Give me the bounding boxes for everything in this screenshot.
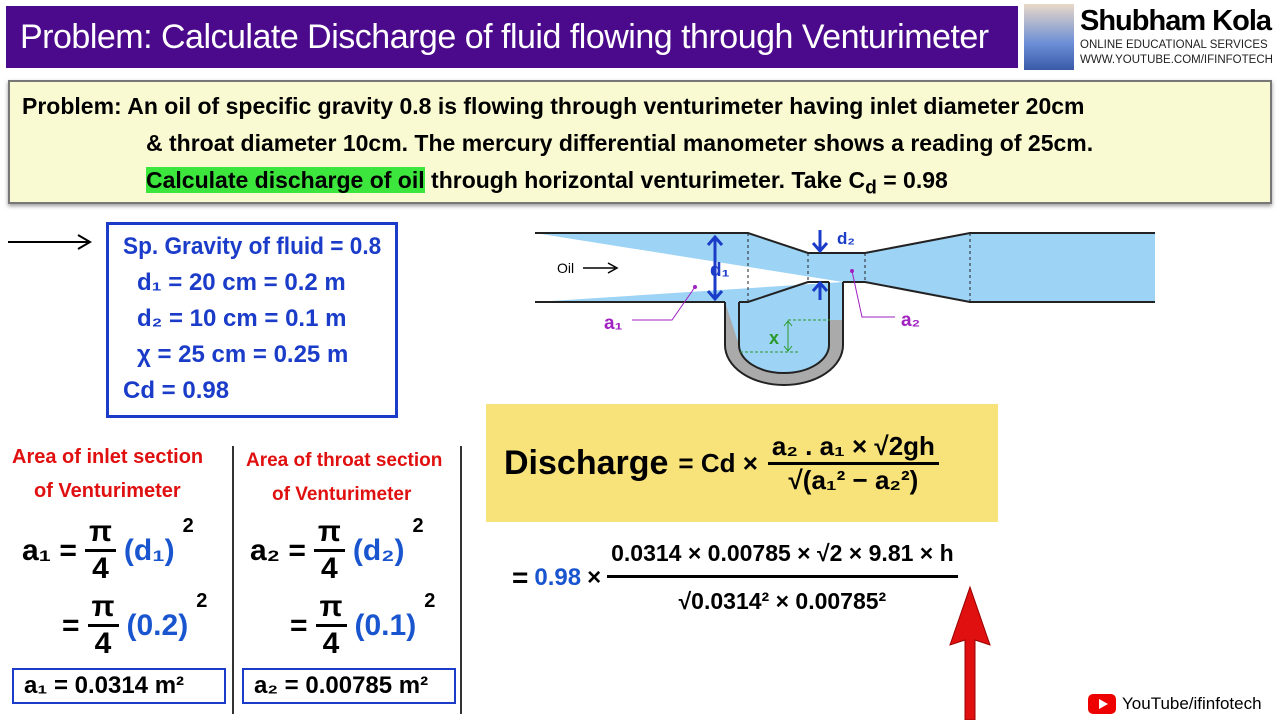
- highlight-text: Calculate discharge of oil: [146, 167, 425, 193]
- throat-label2: of Venturimeter: [272, 484, 412, 505]
- pi: π: [315, 590, 347, 627]
- square: 2: [196, 590, 208, 612]
- equals: =: [512, 561, 529, 593]
- oil-label: Oil: [557, 260, 574, 276]
- equals: =: [62, 608, 80, 642]
- discharge-formula: Discharge = Cd × a₂ . a₁ × √2gh√(a₁² − a…: [486, 404, 998, 522]
- page-title: Problem: Calculate Discharge of fluid fl…: [6, 6, 1018, 68]
- problem-line3: through horizontal venturimeter. Take C: [424, 167, 866, 193]
- problem-line3-end: = 0.98: [876, 167, 948, 193]
- inlet-label2: of Venturimeter: [34, 480, 181, 502]
- formula-fraction: a₂ . a₁ × √2gh√(a₁² − a₂²): [767, 431, 939, 496]
- subscript: d: [865, 177, 877, 199]
- four: 4: [92, 552, 109, 585]
- divider: [460, 446, 462, 714]
- numerator: a₂ . a₁ × √2gh: [767, 431, 939, 465]
- a2-result: a₂ = 0.00785 m²: [242, 668, 456, 704]
- problem-line1: An oil of specific gravity 0.8 is flowin…: [127, 93, 1085, 119]
- problem-row1: Problem: An oil of specific gravity 0.8 …: [22, 88, 1258, 125]
- pi: π: [84, 515, 116, 552]
- times: ×: [587, 563, 602, 591]
- a1-label: a₁: [604, 313, 623, 334]
- given-item: χ = 25 cm = 0.25 m: [137, 341, 349, 368]
- problem-line2: & throat diameter 10cm. The mercury diff…: [146, 130, 1094, 156]
- given-item: Cd = 0.98: [123, 377, 230, 404]
- equals: =: [290, 608, 308, 642]
- avatar: [1024, 4, 1074, 70]
- denominator: √(a₁² − a₂²): [788, 464, 919, 495]
- a2-label: a₂: [901, 310, 920, 331]
- brand-name: Shubham Kola: [1080, 5, 1272, 37]
- divider: [232, 446, 234, 714]
- d1-value: (0.2): [126, 608, 189, 642]
- brand: Shubham Kola ONLINE EDUCATIONAL SERVICES…: [1080, 4, 1276, 68]
- brand-line2: WWW.YOUTUBE.COM/IFINFOTECH: [1080, 54, 1273, 66]
- pi: π: [87, 590, 119, 627]
- denominator: √0.0314² × 0.00785²: [678, 588, 887, 614]
- lhs: a₂ =: [250, 533, 306, 567]
- four: 4: [322, 627, 340, 660]
- given-item: d₁ = 20 cm = 0.2 m: [137, 269, 346, 296]
- d2-label: d₂: [837, 229, 855, 248]
- d2-value: (0.1): [354, 608, 417, 642]
- formula-label: Discharge: [504, 443, 669, 482]
- problem-statement: Problem: An oil of specific gravity 0.8 …: [8, 80, 1272, 204]
- given-item: Sp. Gravity of fluid = 0.8: [123, 233, 382, 260]
- venturimeter-diagram: Oil d₁ d₂ a₁ a₂ x: [535, 229, 1155, 386]
- youtube-icon: [1088, 694, 1116, 714]
- square: 2: [182, 515, 194, 537]
- youtube-text: YouTube/ifinfotech: [1122, 694, 1262, 713]
- youtube-link[interactable]: YouTube/ifinfotech: [1088, 694, 1262, 714]
- problem-row3: Calculate discharge of oil through horiz…: [22, 162, 1258, 202]
- d1-label: d₁: [710, 260, 730, 281]
- red-arrow-icon: [949, 585, 991, 720]
- inlet-label: Area of inlet section: [12, 446, 204, 468]
- square: 2: [412, 515, 424, 537]
- given-data-box: Sp. Gravity of fluid = 0.8 d₁ = 20 cm = …: [106, 222, 398, 418]
- square: 2: [424, 590, 436, 612]
- problem-label: Problem:: [22, 93, 122, 119]
- four: 4: [94, 627, 112, 660]
- pi: π: [313, 515, 345, 552]
- x-label: x: [769, 328, 779, 348]
- arrow-right-icon: [8, 234, 92, 250]
- cd-value: 0.98: [534, 563, 582, 591]
- throat-label: Area of throat section: [246, 450, 443, 471]
- substitution-fraction: 0.0314 × 0.00785 × √2 × 9.81 × h √0.0314²…: [607, 540, 958, 615]
- a1-result: a₁ = 0.0314 m²: [12, 668, 226, 704]
- substitution: = 0.98 × 0.0314 × 0.00785 × √2 × 9.81 × …: [512, 540, 958, 615]
- formula-rhs: = Cd ×: [678, 447, 758, 478]
- four: 4: [321, 552, 338, 585]
- flow-arrow-icon: [583, 262, 619, 274]
- lhs: a₁ =: [22, 533, 77, 567]
- d1-term: (d₁): [123, 533, 175, 567]
- given-item: d₂ = 10 cm = 0.1 m: [137, 305, 347, 332]
- brand-line1: ONLINE EDUCATIONAL SERVICES: [1080, 39, 1268, 51]
- d2-term: (d₂): [352, 533, 405, 567]
- numerator: 0.0314 × 0.00785 × √2 × 9.81 × h: [607, 540, 958, 578]
